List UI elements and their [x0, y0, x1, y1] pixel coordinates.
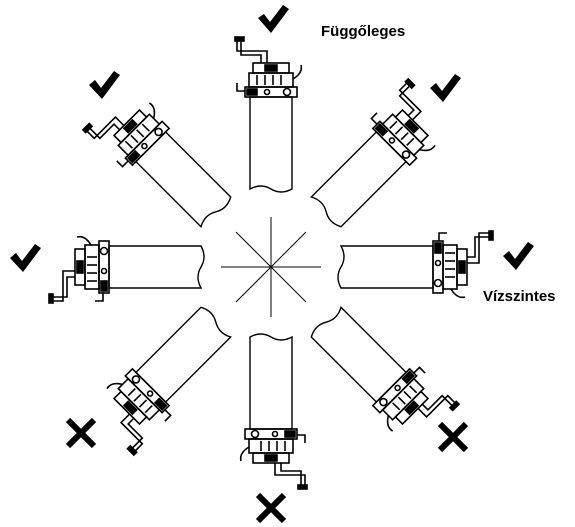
label-vertical: Függőleges [321, 23, 405, 40]
orbital-tool-bottom [239, 428, 308, 490]
assembly-bottom-right [308, 304, 460, 452]
pipe-right [337, 245, 434, 289]
ray-diagonal-b [235, 231, 307, 303]
check-mark-icon [503, 242, 534, 270]
check-mark-icon [10, 244, 41, 272]
centre-star [221, 217, 321, 317]
pipe-bottom [249, 333, 293, 430]
pipe-top [249, 96, 293, 193]
assembly-top-left [82, 82, 234, 230]
orbital-tool-left [48, 235, 110, 304]
cross-icon [65, 417, 97, 449]
pipe-left [108, 245, 205, 289]
assembly-bottom-left [86, 304, 234, 456]
check-mark-icon [258, 5, 289, 33]
assembly-left [48, 235, 205, 304]
assembly-bottom [239, 333, 308, 490]
assembly-top [234, 36, 303, 193]
assembly-top-right [308, 78, 456, 230]
cross-icon [437, 421, 469, 453]
assembly-right [337, 230, 494, 299]
check-mark-icon [430, 74, 461, 102]
cross-icon [255, 492, 287, 524]
orbital-tool-top [234, 36, 303, 98]
check-mark-icon [89, 71, 120, 99]
label-horizontal: Vízszintes [483, 288, 556, 305]
